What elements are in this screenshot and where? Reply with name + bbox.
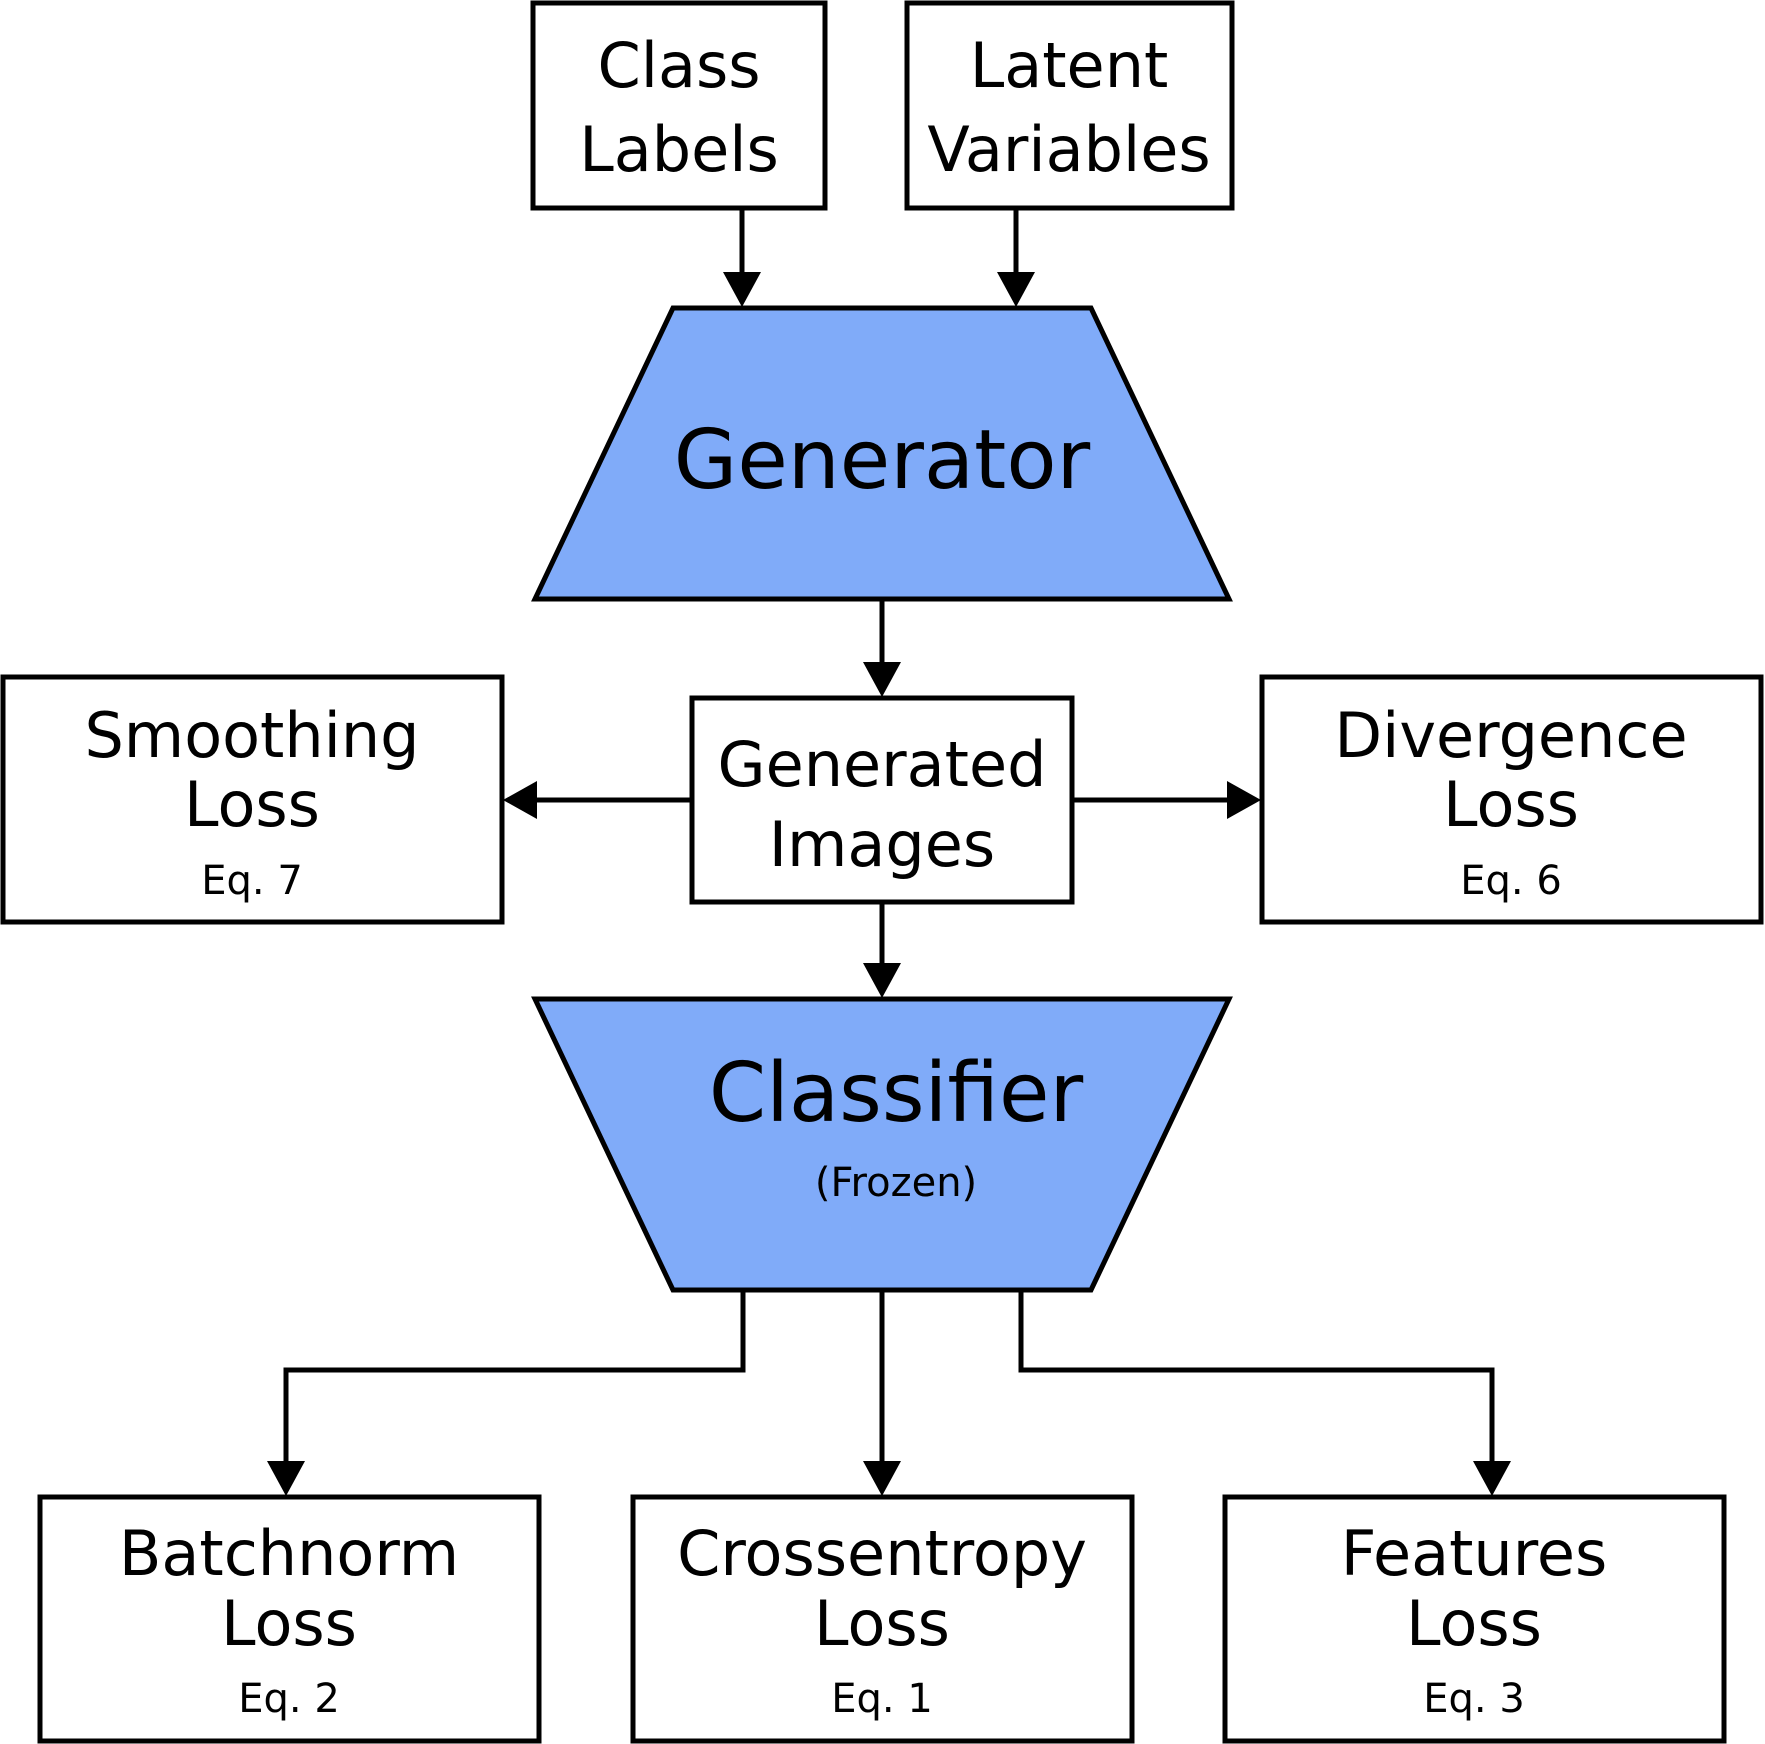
divergence-loss-eq: Eq. 6: [1460, 858, 1562, 904]
generator-node: Generator: [531, 305, 1233, 602]
smoothing-loss-eq: Eq. 7: [201, 858, 303, 904]
latent-to-generator-arrowhead: [997, 272, 1035, 307]
class-labels-line2: Labels: [579, 113, 779, 186]
batchnorm-loss-node: Batchnorm Loss Eq. 2: [37, 1494, 542, 1744]
features-loss-line2: Loss: [1406, 1587, 1542, 1660]
features-loss-line1: Features: [1341, 1517, 1608, 1590]
images-to-smoothing-arrowhead: [503, 781, 537, 819]
generated-images-line1: Generated: [718, 728, 1047, 801]
smoothing-loss-node: Smoothing Loss Eq. 7: [0, 674, 505, 925]
crossentropy-loss-box: [630, 1494, 1135, 1744]
divergence-loss-line1: Divergence: [1334, 699, 1687, 772]
classifier-to-batchnorm-arrowhead: [267, 1461, 305, 1496]
features-loss-eq: Eq. 3: [1423, 1676, 1525, 1722]
generator-to-images-arrowhead: [863, 662, 901, 697]
latent-variables-node: Latent Variables: [904, 0, 1235, 211]
crossentropy-loss-node: Crossentropy Loss Eq. 1: [630, 1494, 1135, 1744]
classifier-sublabel: (Frozen): [815, 1160, 977, 1206]
latent-variables-box: [904, 0, 1235, 211]
class-labels-to-generator-arrowhead: [723, 272, 761, 307]
smoothing-loss-box: [0, 674, 505, 925]
class-labels-line1: Class: [597, 29, 760, 102]
class-labels-node: Class Labels: [530, 0, 828, 211]
generator-shape: [531, 305, 1233, 602]
class-labels-box: [530, 0, 828, 211]
divergence-loss-box: [1259, 674, 1764, 925]
classifier-to-features-line: [1018, 1290, 1495, 1465]
images-to-classifier-arrowhead: [863, 963, 901, 998]
smoothing-loss-line1: Smoothing: [84, 699, 419, 772]
latent-variables-line2: Variables: [927, 113, 1210, 186]
divergence-loss-node: Divergence Loss Eq. 6: [1259, 674, 1764, 925]
classifier-to-features-arrowhead: [1473, 1461, 1511, 1496]
smoothing-loss-line2: Loss: [184, 768, 320, 841]
generated-images-node: Generated Images: [689, 695, 1075, 905]
batchnorm-loss-eq: Eq. 2: [238, 1676, 340, 1722]
classifier-to-batchnorm-line: [283, 1290, 746, 1465]
generator-label: Generator: [674, 413, 1091, 508]
images-to-divergence-arrowhead: [1227, 781, 1261, 819]
features-loss-box: [1222, 1494, 1727, 1744]
generated-images-line2: Images: [769, 808, 995, 881]
features-loss-node: Features Loss Eq. 3: [1222, 1494, 1727, 1744]
crossentropy-loss-line1: Crossentropy: [677, 1517, 1087, 1590]
batchnorm-loss-line2: Loss: [221, 1587, 357, 1660]
batchnorm-loss-box: [37, 1494, 542, 1744]
classifier-shape: [531, 996, 1233, 1293]
crossentropy-loss-line2: Loss: [814, 1587, 950, 1660]
divergence-loss-line2: Loss: [1443, 768, 1579, 841]
latent-variables-line1: Latent: [970, 29, 1169, 102]
classifier-label: Classifier: [709, 1046, 1084, 1141]
classifier-node: Classifier (Frozen): [531, 996, 1233, 1293]
batchnorm-loss-line1: Batchnorm: [119, 1517, 459, 1590]
classifier-to-crossentropy-arrowhead: [863, 1461, 901, 1496]
crossentropy-loss-eq: Eq. 1: [831, 1676, 933, 1722]
